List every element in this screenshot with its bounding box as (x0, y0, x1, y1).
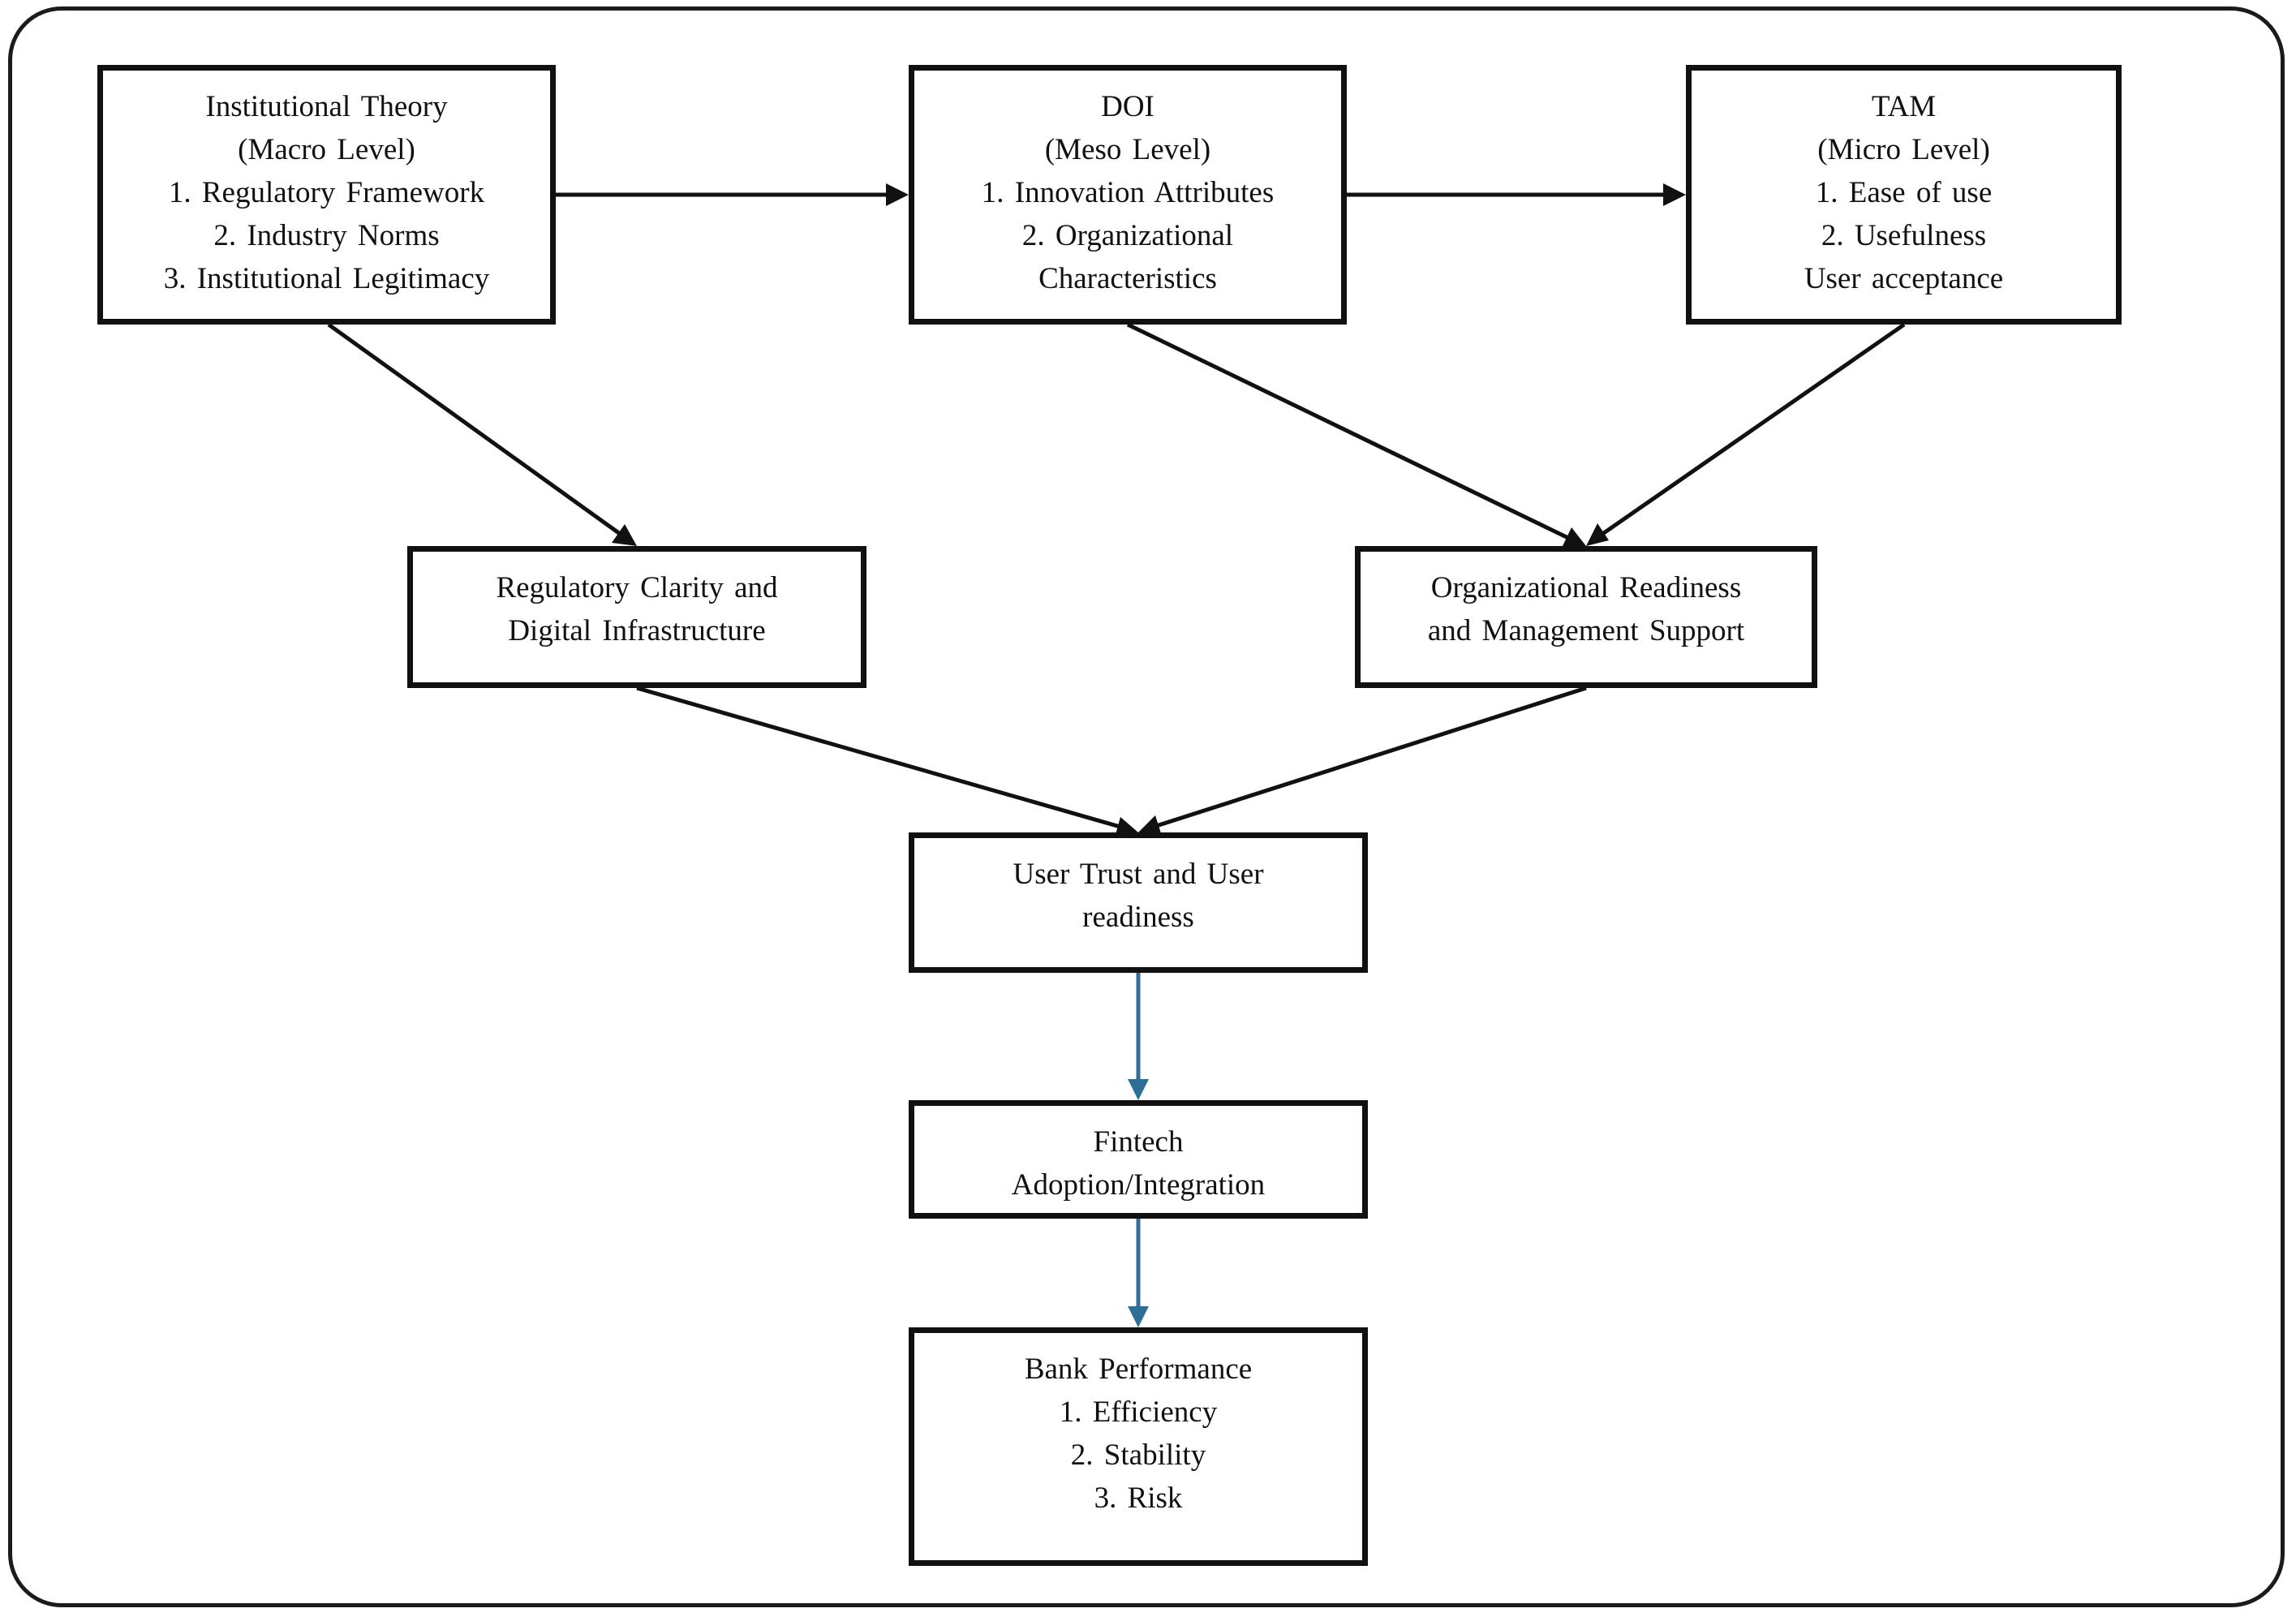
institutional-theory-item: 1. Regulatory Framework (168, 176, 485, 209)
arrowhead-institutional-to-regulatory (612, 524, 637, 546)
tam-item: User acceptance (1804, 262, 2004, 295)
arrow-institutional-to-regulatory (327, 322, 624, 538)
arrowhead-doi-to-tam (1663, 183, 1686, 206)
arrowhead-regulatory-to-usertrust (1115, 817, 1138, 837)
regulatory-clarity-line: Regulatory Clarity and (496, 571, 778, 604)
bank-performance-item: 1. Efficiency (1059, 1396, 1218, 1429)
institutional-theory-item: 2. Industry Norms (213, 219, 440, 252)
user-trust-line: User Trust and User (1013, 858, 1264, 891)
doi-item: Characteristics (1038, 262, 1217, 295)
fintech-adoption-box: Fintech Adoption/Integration (909, 1100, 1368, 1219)
tam-level: (Micro Level) (1817, 133, 1990, 166)
institutional-theory-title: Institutional Theory (205, 90, 448, 123)
doi-title: DOI (1101, 90, 1154, 123)
arrow-tam-to-orgreadiness (1597, 322, 1906, 539)
arrowhead-fintech-to-bankperformance (1128, 1306, 1149, 1327)
bank-performance-title: Bank Performance (1024, 1353, 1253, 1386)
org-readiness-line: Organizational Readiness (1430, 571, 1742, 604)
fintech-line: Fintech (1093, 1125, 1184, 1159)
arrow-regulatory-to-usertrust (636, 686, 1124, 830)
tam-item: 1. Ease of use (1815, 176, 1993, 209)
org-readiness-line: and Management Support (1427, 614, 1745, 647)
user-trust-line: readiness (1082, 901, 1194, 934)
arrow-orgreadiness-to-usertrust (1153, 686, 1587, 829)
doi-box: DOI (Meso Level) 1. Innovation Attribute… (909, 65, 1347, 325)
institutional-theory-box: Institutional Theory (Macro Level) 1. Re… (97, 65, 556, 325)
tam-item: 2. Usefulness (1821, 219, 1987, 252)
regulatory-clarity-line: Digital Infrastructure (508, 614, 766, 647)
arrowhead-orgreadiness-to-usertrust (1138, 815, 1162, 836)
institutional-theory-level: (Macro Level) (238, 133, 415, 166)
arrowhead-doi-to-orgreadiness (1562, 527, 1586, 548)
user-trust-box: User Trust and User readiness (909, 832, 1368, 973)
doi-item: 2. Organizational (1021, 219, 1234, 252)
tam-title: TAM (1871, 90, 1937, 123)
bank-performance-item: 3. Risk (1094, 1482, 1183, 1515)
arrowhead-institutional-to-doi (886, 183, 909, 206)
org-readiness-box: Organizational Readiness and Management … (1355, 546, 1817, 688)
doi-level: (Meso Level) (1044, 133, 1211, 166)
fintech-line: Adoption/Integration (1011, 1168, 1266, 1202)
arrow-doi-to-orgreadiness (1126, 322, 1572, 541)
arrowhead-tam-to-orgreadiness (1586, 523, 1609, 546)
tam-box: TAM (Micro Level) 1. Ease of use 2. Usef… (1686, 65, 2122, 325)
bank-performance-item: 2. Stability (1070, 1439, 1206, 1472)
bank-performance-box: Bank Performance 1. Efficiency 2. Stabil… (909, 1327, 1368, 1566)
doi-item: 1. Innovation Attributes (981, 176, 1275, 209)
arrowhead-usertrust-to-fintech (1128, 1079, 1149, 1100)
institutional-theory-item: 3. Institutional Legitimacy (163, 262, 490, 295)
regulatory-clarity-box: Regulatory Clarity and Digital Infrastru… (407, 546, 866, 688)
